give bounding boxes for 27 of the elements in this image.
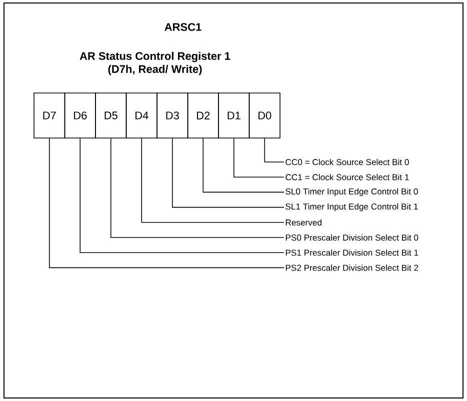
bit-description: CC0 = Clock Source Select Bit 0 bbox=[286, 158, 409, 166]
bit-cell: D3 bbox=[156, 92, 188, 138]
bit-description: PS2 Prescaler Division Select Bit 2 bbox=[286, 264, 418, 271]
bit-cell: D7 bbox=[34, 92, 66, 138]
bit-cell: D0 bbox=[248, 92, 280, 138]
leader-line bbox=[80, 138, 284, 253]
bit-cell: D1 bbox=[218, 92, 250, 138]
bit-description: CC1 = Clock Source Select Bit 1 bbox=[286, 174, 409, 180]
leader-line bbox=[264, 138, 284, 162]
leader-line bbox=[233, 138, 284, 178]
subtitle: AR Status Control Register 1 bbox=[80, 52, 230, 62]
leader-line bbox=[172, 138, 284, 208]
bit-cell: D2 bbox=[187, 92, 219, 138]
bit-cell: D4 bbox=[126, 92, 158, 138]
leader-line bbox=[141, 138, 284, 223]
leader-line bbox=[110, 138, 284, 238]
bit-description: SL0 Timer Input Edge Control Bit 0 bbox=[286, 188, 418, 196]
bit-cell: D5 bbox=[95, 92, 127, 138]
bit-description: SL1 Timer Input Edge Control Bit 1 bbox=[286, 203, 418, 212]
bit-description: Reserved bbox=[286, 219, 322, 226]
leader-line bbox=[202, 138, 284, 193]
subtitle: (D7h, Read/ Write) bbox=[108, 64, 202, 76]
leader-line bbox=[48, 138, 284, 268]
title: ARSC1 bbox=[164, 23, 202, 31]
bit-description: PS0 Prescaler Division Select Bit 0 bbox=[286, 234, 418, 241]
bit-description: PS1 Prescaler Division Select Bit 1 bbox=[286, 249, 418, 256]
bit-cell: D6 bbox=[64, 92, 96, 138]
